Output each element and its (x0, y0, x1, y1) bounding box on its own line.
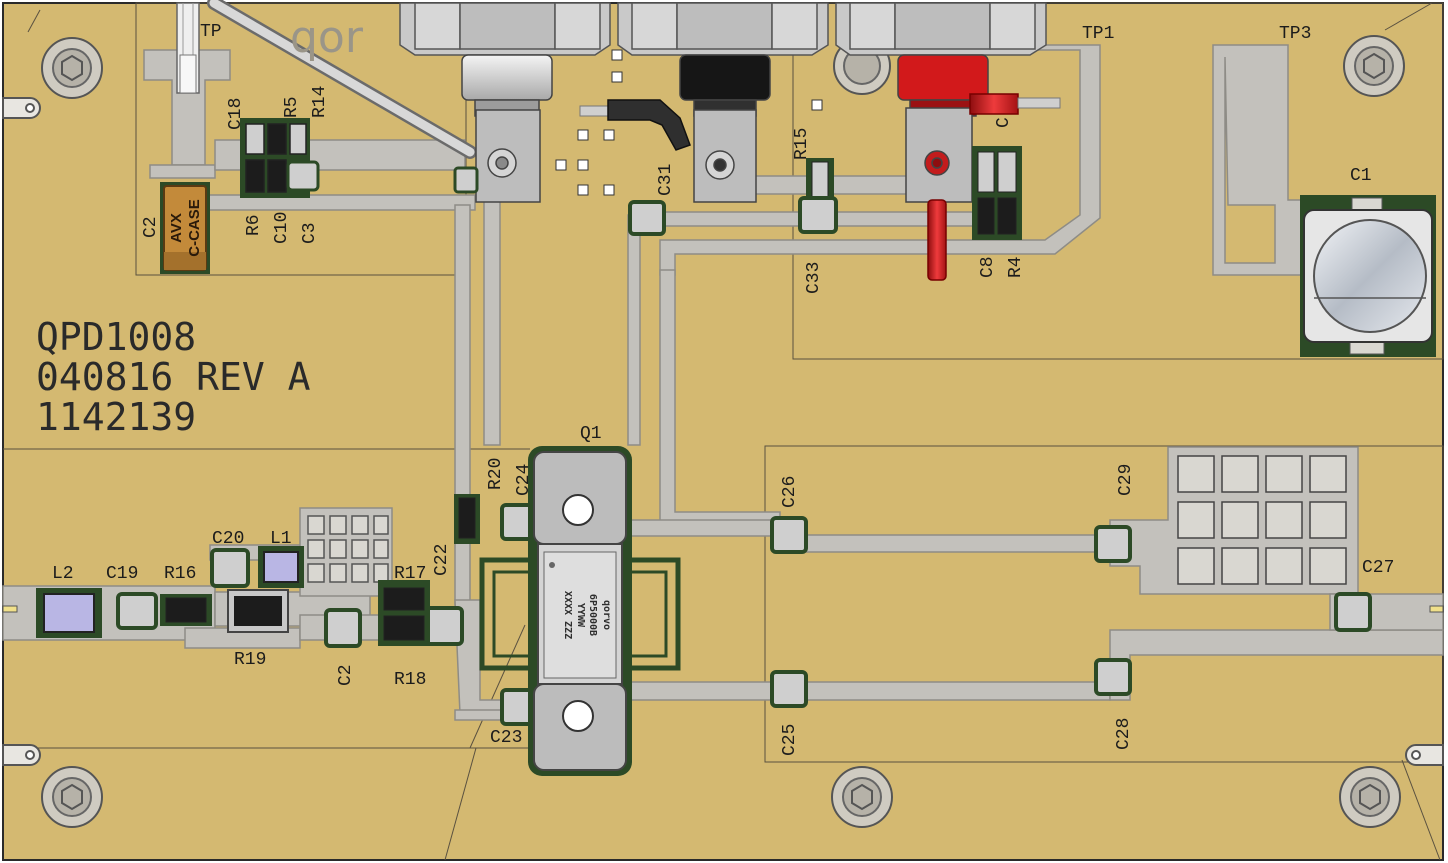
mounting-hole-bottom-right (1339, 766, 1401, 828)
input-pad-grid (307, 515, 389, 583)
label-c28: C28 (1114, 718, 1134, 750)
transistor-logo: qorvo (601, 600, 612, 630)
label-tp1: TP1 (1082, 24, 1114, 44)
label-c25: C25 (780, 724, 800, 756)
label-c24: C24 (514, 464, 534, 496)
label-r17: R17 (394, 564, 426, 584)
label-c18: C18 (226, 98, 246, 130)
red-pin (927, 93, 1061, 281)
mounting-hole-bottom-middle (831, 766, 893, 828)
label-tp-partial: TP (200, 22, 222, 42)
silkscreen-labels-vertical: C18 R5 R14 C2 R6 C10 C3 R15 C31 C33 C8 R… (141, 86, 1136, 756)
label-c21-partial: C2 (336, 664, 356, 686)
label-q1: Q1 (580, 424, 602, 444)
label-r6: R6 (244, 214, 264, 236)
transistor-marking-line3: XXXX ZZZ (562, 591, 573, 639)
board-title-line1: QPD1008 (36, 315, 196, 359)
connector-tabs (475, 107, 973, 203)
tantalum-capacitor-c2: AVX C-CASE (160, 182, 210, 274)
connector-barrels (461, 54, 989, 117)
electrolytic-capacitor-c1 (1300, 195, 1436, 357)
transistor-q1: 6P5000B YYWW XXXX ZZZ qorvo (479, 446, 681, 776)
label-l2: L2 (52, 564, 74, 584)
label-c23: C23 (490, 728, 522, 748)
label-r19: R19 (234, 650, 266, 670)
label-c27: C27 (1362, 558, 1394, 578)
smd-components (2, 118, 1444, 726)
connector-black (679, 54, 771, 101)
label-c2: C2 (141, 216, 161, 238)
label-r15: R15 (792, 128, 812, 160)
label-c7-partial: C (994, 117, 1014, 128)
label-r14: R14 (310, 86, 330, 118)
label-r16: R16 (164, 564, 196, 584)
label-r20: R20 (486, 458, 506, 490)
label-c31: C31 (656, 164, 676, 196)
label-r18: R18 (394, 670, 426, 690)
connector-silver (461, 54, 553, 101)
label-c29: C29 (1116, 464, 1136, 496)
output-pad-grid (1177, 455, 1347, 585)
board-outlines (3, 2, 1444, 861)
transistor-marking-line2: YYWW (575, 603, 586, 628)
tantalum-cap-line1: AVX (168, 213, 185, 243)
logo-fragment: qor (290, 12, 364, 63)
label-c1: C1 (1350, 166, 1372, 186)
vias (555, 49, 823, 196)
test-point-post (176, 2, 200, 94)
mounting-hole-top-left (41, 37, 103, 99)
label-l1: L1 (270, 529, 292, 549)
label-r5: R5 (282, 96, 302, 118)
mounting-hole-bottom-left (41, 766, 103, 828)
label-c10: C10 (272, 212, 292, 244)
label-r4: R4 (1006, 256, 1026, 278)
tantalum-cap-line2: C-CASE (186, 199, 203, 257)
label-c26: C26 (780, 476, 800, 508)
mounting-hole-top-right (1343, 35, 1405, 97)
wire-probe (207, 0, 477, 159)
transistor-marking-line1: 6P5000B (587, 594, 598, 636)
label-c3x: C3 (300, 222, 320, 244)
label-c22: C22 (432, 544, 452, 576)
connector-nuts (399, 2, 1047, 56)
silkscreen-labels: TP TP1 TP3 C1 Q1 C27 C20 L1 L2 C19 R16 R… (52, 22, 1394, 748)
label-c33: C33 (804, 262, 824, 294)
label-c20: C20 (212, 529, 244, 549)
board-title-line3: 1142139 (36, 395, 196, 439)
label-tp3: TP3 (1279, 24, 1311, 44)
black-diode (579, 99, 691, 151)
label-c8: C8 (978, 256, 998, 278)
board-title-line2: 040816 REV A (36, 355, 311, 399)
label-c19: C19 (106, 564, 138, 584)
